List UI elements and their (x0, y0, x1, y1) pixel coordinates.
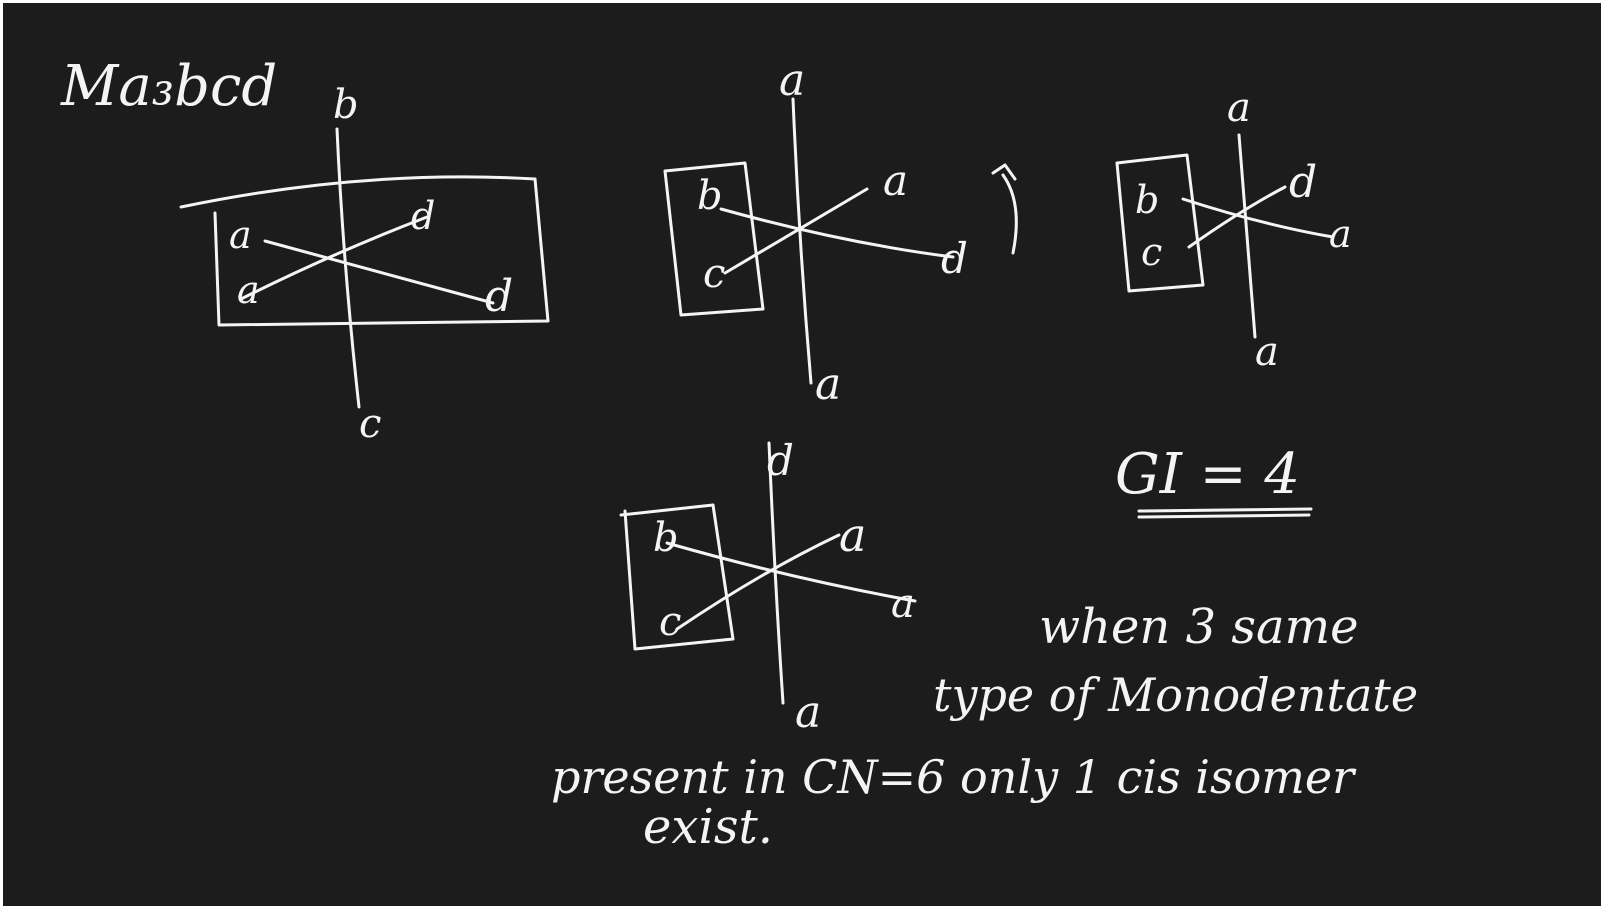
label-upper-right: a (839, 508, 866, 562)
label-lower-right: a (1329, 212, 1352, 256)
geometrical-isomer-count: GI = 4 (1115, 442, 1313, 519)
note-line-2: type of Monodentate (933, 668, 1418, 722)
vertical-axis (335, 127, 361, 409)
label-upper-right: d (411, 194, 435, 238)
label-upper-left: a (229, 213, 252, 257)
label-bottom: a (815, 359, 841, 410)
label-lower-left: c (1141, 230, 1162, 274)
rotation-arrow (1001, 173, 1018, 255)
note-line-4: exist. (643, 799, 773, 855)
label-upper-right: a (883, 156, 908, 205)
bracket-box (623, 503, 735, 651)
label-top: a (1227, 85, 1251, 131)
bond-b-a (1181, 197, 1335, 239)
bond-c-d (1187, 185, 1287, 249)
label-lower-right: a (891, 581, 915, 627)
note-line-1: when 3 same (1039, 599, 1359, 655)
handwritten-notes: Ma₃bcd b c a a d d a a b c a d a a b (60, 54, 1418, 855)
label-bottom: a (1255, 329, 1279, 375)
label-upper-right: d (1289, 157, 1317, 208)
label-lower-left: a (237, 268, 260, 312)
octahedron-diagram-3: a a b c d a (1115, 85, 1352, 375)
vertical-axis (791, 97, 813, 385)
vertical-axis (1237, 133, 1257, 339)
label-top: b (333, 82, 359, 128)
bond-a-d (263, 239, 495, 305)
octahedron-diagram-4: d a b c a a (619, 436, 917, 738)
bond-b-a (665, 541, 917, 603)
whiteboard: Ma₃bcd b c a a d d a a b c a d a a b (3, 3, 1601, 906)
formula-heading: Ma₃bcd (60, 54, 277, 119)
label-lower-left: c (703, 251, 725, 297)
bracket-top-edge (619, 503, 715, 517)
underline-2 (1137, 513, 1311, 519)
gi-text: GI = 4 (1115, 442, 1300, 507)
label-top: a (779, 55, 805, 106)
box-outline (213, 177, 550, 327)
bond-c-a (675, 533, 841, 631)
label-lower-right: d (485, 271, 513, 322)
label-lower-left: c (659, 599, 681, 645)
arrow-head (991, 163, 1017, 181)
vertical-axis (767, 441, 785, 705)
note-text: when 3 same type of Monodentate present … (551, 599, 1418, 855)
octahedron-diagram-1: b c a a d d (179, 82, 550, 447)
bracket-box (663, 161, 765, 317)
label-bottom: a (795, 687, 821, 738)
label-upper-left: b (1135, 178, 1159, 222)
label-upper-left: b (697, 173, 723, 219)
underline-1 (1137, 507, 1313, 513)
note-line-3: present in CN=6 only 1 cis isomer (551, 750, 1357, 804)
bond-c-a (723, 187, 869, 275)
bond-b-d (719, 207, 955, 259)
label-upper-left: b (653, 515, 679, 561)
label-lower-right: d (941, 234, 968, 283)
label-bottom: c (359, 401, 381, 447)
box-top-edge (179, 175, 537, 209)
bond-a-d-2 (239, 215, 429, 301)
bracket-box (1115, 153, 1205, 293)
octahedron-diagram-2: a a b c a d (663, 55, 1018, 410)
label-top: d (767, 436, 794, 485)
